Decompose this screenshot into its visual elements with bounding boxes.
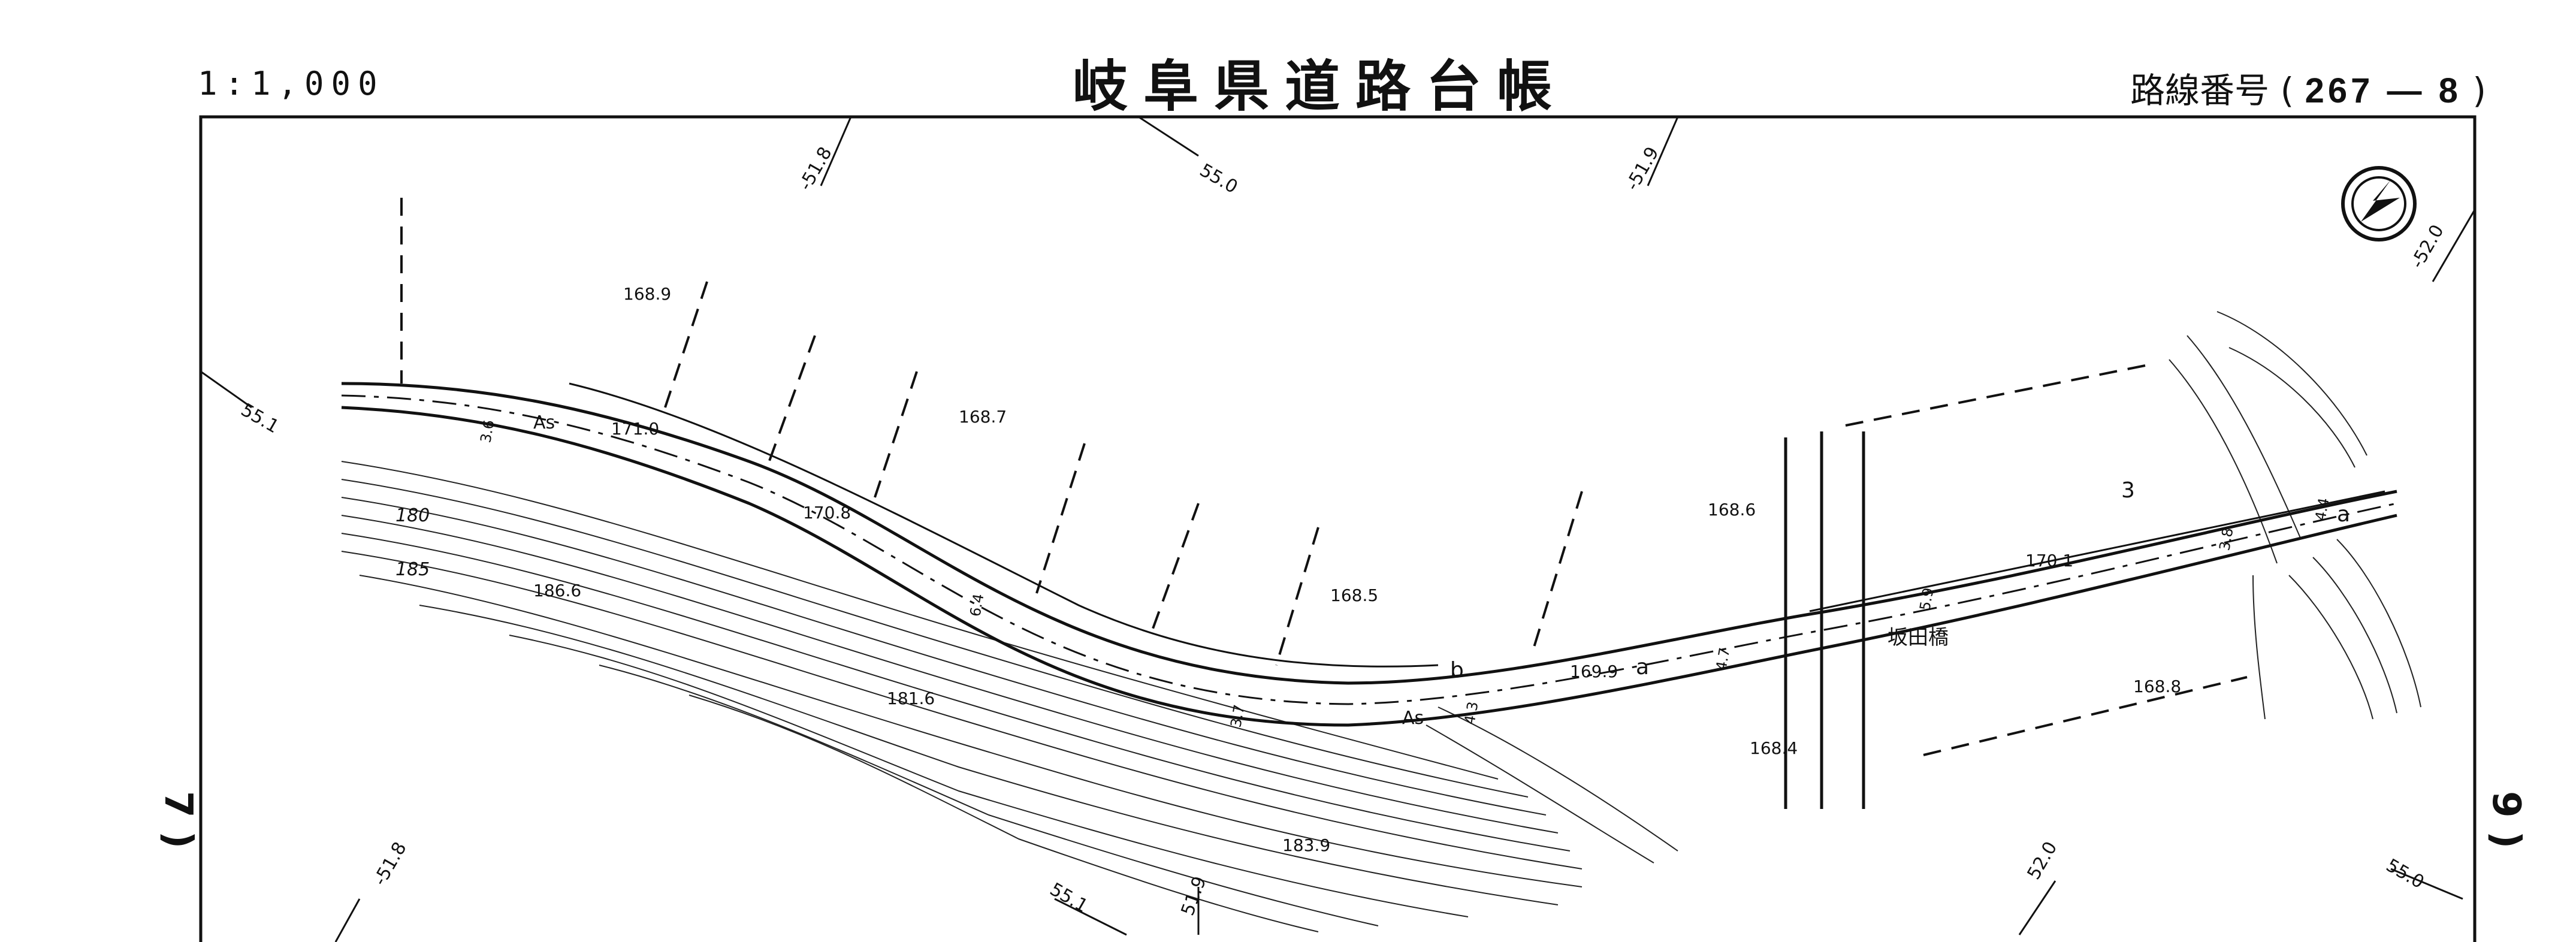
embankment xyxy=(569,382,2385,668)
contour-label: 180 xyxy=(395,505,430,526)
contour-lines xyxy=(341,461,1678,932)
dimension: 4.3 xyxy=(1461,701,1481,726)
elevation-label: 168.7 xyxy=(959,407,1007,427)
dimension: 4.7 xyxy=(1713,647,1733,672)
route-number-value: ( 267 — 8 ) xyxy=(2280,70,2486,111)
grid-ticks xyxy=(200,116,2476,942)
dimension: 3.8 xyxy=(2216,527,2236,552)
letter-a-2: a xyxy=(2337,502,2350,527)
map-title: 岐阜県道路台帳 xyxy=(1073,55,1568,119)
grid-mark: -51.8 xyxy=(795,143,836,194)
elevation-labels: 168.9 168.7 168.6 168.5 168.4 168.8 169.… xyxy=(533,284,2181,855)
contour-label: 185 xyxy=(395,559,430,580)
map-frame xyxy=(199,115,2477,942)
letter-b: b xyxy=(1450,658,1464,683)
bridge xyxy=(1784,431,1865,809)
grid-mark: -51.8 xyxy=(370,838,411,889)
grid-mark: 52.0 xyxy=(2024,838,2062,883)
elevation-label: 168.6 xyxy=(1708,500,1756,520)
left-page-mark: 7 ) xyxy=(156,791,200,849)
elevation-label: 168.8 xyxy=(2133,677,2181,696)
surface-label: As xyxy=(533,412,555,433)
parcel-lines xyxy=(400,198,2248,756)
dimension: 3.6 xyxy=(477,419,497,444)
elevation-label: 168.9 xyxy=(623,284,671,304)
letter-a: a xyxy=(1636,655,1649,680)
grid-mark: 55.0 xyxy=(2382,855,2427,893)
dimension: 3.7 xyxy=(1227,704,1248,729)
elevation-label: 168.5 xyxy=(1330,585,1378,605)
dimension-labels: 3.6 6.4 3.7 4.3 4.7 5.9 3.8 4.4 xyxy=(477,419,2332,729)
surface-label-2: As xyxy=(1402,708,1424,729)
right-page-mark: 9 ) xyxy=(2484,791,2528,849)
road-edges xyxy=(341,382,2397,727)
letter-labels: a a b 3 xyxy=(1450,478,2350,683)
route-number: 路線番号 ( 267 — 8 ) xyxy=(2130,62,2486,113)
scale-label: 1:1,000 xyxy=(198,65,385,102)
elevation-label: 181.6 xyxy=(887,689,935,708)
contour-labels: 180 185 xyxy=(395,505,430,580)
letter-3: 3 xyxy=(2121,478,2135,503)
elevation-label: 169.9 xyxy=(1570,662,1618,681)
grid-mark-labels: -51.8 55.0 -51.9 -52.0 55.1 -51.8 55.1 5… xyxy=(237,143,2448,918)
grid-mark: 55.1 xyxy=(237,400,282,438)
dimension: 4.4 xyxy=(2312,497,2332,522)
dimension: 5.9 xyxy=(1916,587,1937,612)
elevation-label: 186.6 xyxy=(533,581,581,600)
dimension: 6.4 xyxy=(967,593,987,618)
road-centerline xyxy=(341,394,2397,705)
elevation-label: 170.1 xyxy=(2025,551,2073,570)
elevation-label: 170.8 xyxy=(803,503,851,523)
contour-lines-right xyxy=(2169,311,2421,720)
grid-mark: -51.9 xyxy=(1622,143,1663,194)
elevation-label: 171.0 xyxy=(611,419,659,439)
route-label: 路線番号 xyxy=(2130,70,2270,111)
elevation-label: 183.9 xyxy=(1282,835,1330,855)
grid-mark: 55.1 xyxy=(1046,879,1091,917)
grid-mark: 51.9 xyxy=(1177,874,1211,919)
bridge-name: 坂田橋 xyxy=(1888,626,1949,650)
elevation-label: 168.4 xyxy=(1750,738,1798,758)
north-arrow-icon xyxy=(2341,166,2417,241)
grid-mark: 55.0 xyxy=(1196,160,1241,198)
